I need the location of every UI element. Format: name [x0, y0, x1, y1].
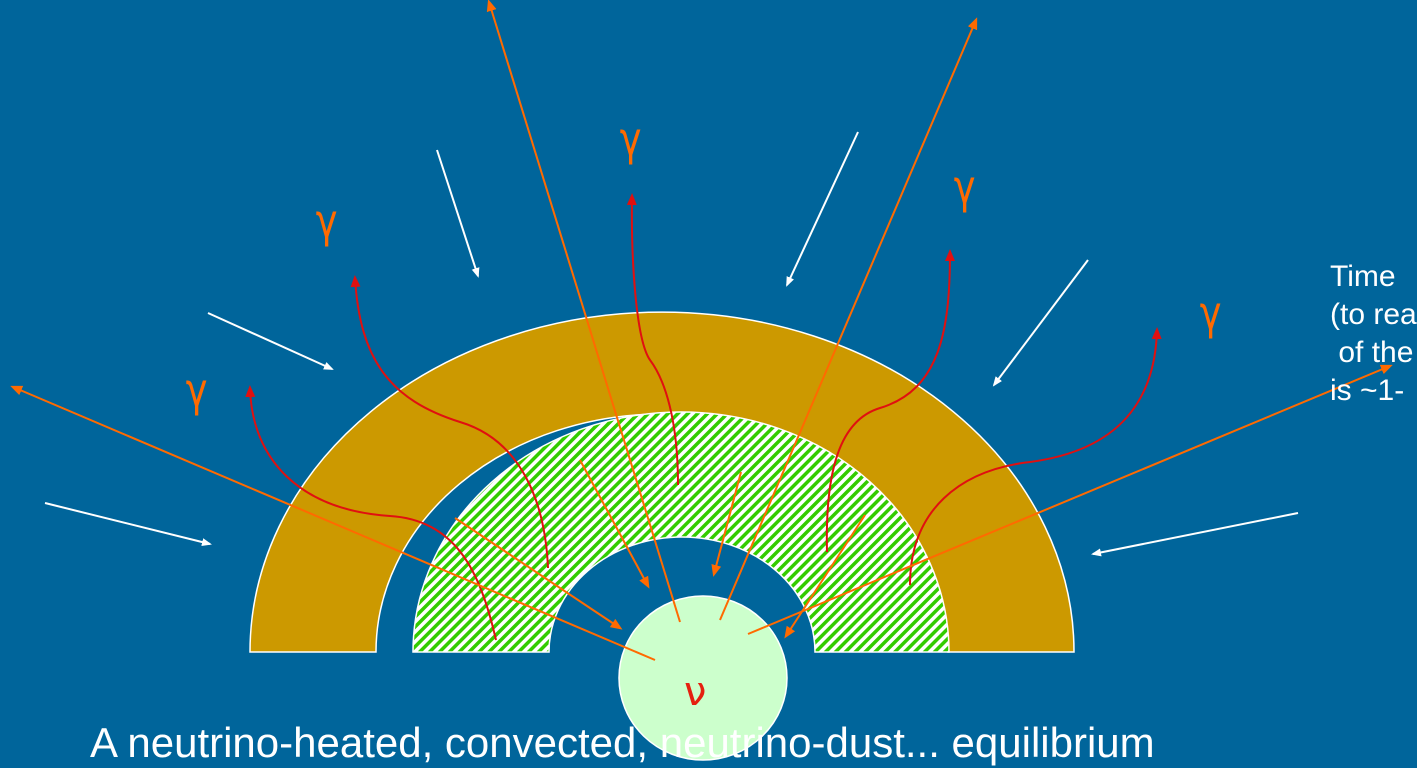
gamma-label: γ [185, 363, 208, 417]
neutrino-path [747, 364, 1393, 635]
neutrino-label: ν [684, 669, 707, 715]
neutrino-path [579, 459, 650, 589]
neutrino-path [719, 17, 978, 621]
infall-arrows [44, 131, 1299, 557]
caption: A neutrino-heated, convected, neutrino-d… [90, 719, 1155, 766]
neutrino-path [486, 0, 681, 623]
photon-path [626, 193, 679, 486]
star-diagram [10, 0, 1393, 761]
neutrino-path [10, 385, 656, 661]
gamma-label: γ [315, 194, 338, 248]
neutrino-paths [10, 0, 1393, 661]
photon-path [909, 327, 1162, 586]
gamma-label: γ [953, 160, 976, 214]
outer-shell [249, 311, 1075, 653]
timescale-note: Time (to rea of the is ~1- [1330, 258, 1417, 410]
core [618, 595, 788, 761]
photon-path [245, 385, 497, 641]
photon-paths [245, 193, 1162, 641]
infall-arrow [207, 312, 334, 370]
photon-path [350, 275, 549, 569]
infall-arrow [992, 259, 1089, 387]
note-line: Time [1330, 260, 1396, 293]
note-line: is ~1- [1330, 374, 1405, 407]
infall-arrow [786, 131, 859, 287]
gamma-label: γ [619, 112, 642, 166]
note-line: of the [1330, 336, 1414, 369]
infall-arrow [1091, 512, 1299, 557]
note-line: (to rea [1330, 298, 1417, 331]
neutrino-path [784, 514, 866, 639]
gamma-label: γ [1199, 286, 1222, 340]
infall-arrow [44, 502, 212, 546]
neutrino-path [711, 471, 742, 577]
photon-path [825, 249, 955, 553]
neutrino-path [454, 517, 623, 630]
infall-arrow [436, 149, 480, 278]
